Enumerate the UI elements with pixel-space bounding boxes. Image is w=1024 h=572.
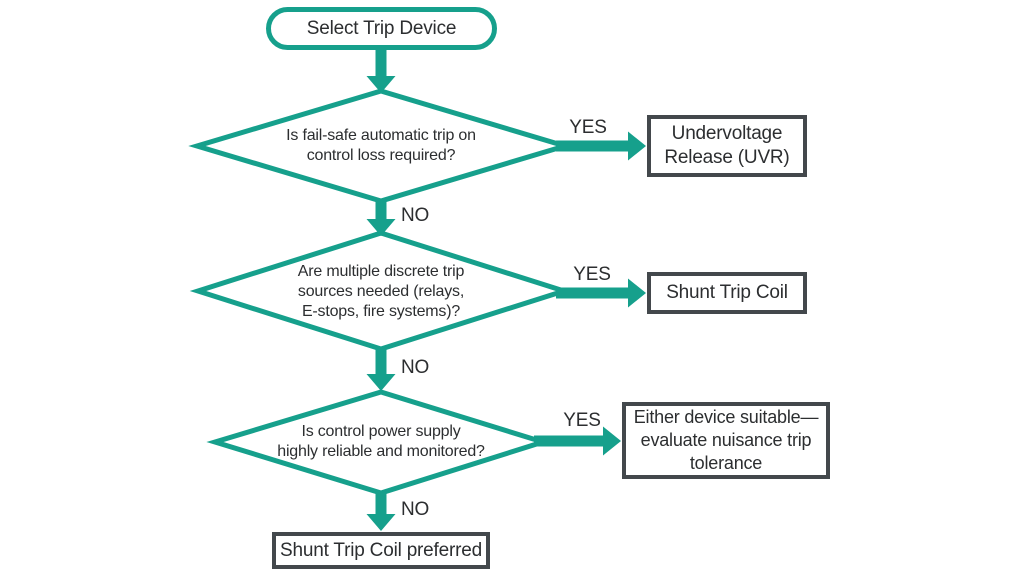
arrow-down-no-3 (366, 491, 396, 531)
yes-label-2: YES (573, 264, 611, 285)
start-node: Select Trip Device (266, 7, 497, 50)
result-box-either-device-label: Either device suitable— evaluate nuisanc… (633, 407, 819, 473)
arrow-right-yes-1 (556, 131, 646, 161)
result-box-shunt-trip-coil: Shunt Trip Coil (647, 272, 807, 314)
arrow-right-yes-3 (534, 426, 621, 456)
arrow-down-no-1 (366, 199, 396, 236)
result-box-uvr: Undervoltage Release (UVR) (647, 115, 807, 177)
arrow-right-yes-2 (556, 278, 646, 308)
result-box-either-device: Either device suitable— evaluate nuisanc… (622, 402, 830, 479)
result-box-shunt-trip-coil-label: Shunt Trip Coil (666, 282, 788, 303)
no-label-2: NO (401, 357, 430, 378)
no-label-3: NO (401, 499, 430, 520)
decision-3-question: Is control power supply highly reliable … (277, 422, 485, 460)
arrow-down-no-2 (366, 347, 396, 391)
start-node-label: Select Trip Device (306, 17, 457, 39)
result-box-shunt-preferred: Shunt Trip Coil preferred (272, 532, 490, 569)
yes-label-1: YES (569, 117, 607, 138)
yes-label-3: YES (563, 410, 601, 431)
decision-2-question: Are multiple discrete trip sources neede… (297, 263, 465, 320)
no-label-1: NO (401, 205, 430, 226)
result-box-uvr-label: Undervoltage Release (UVR) (664, 123, 790, 168)
result-box-shunt-preferred-label: Shunt Trip Coil preferred (280, 539, 482, 561)
arrow-down-start-to-decision-1 (366, 48, 396, 93)
decision-1-question: Is fail-safe automatic trip on control l… (286, 127, 476, 164)
